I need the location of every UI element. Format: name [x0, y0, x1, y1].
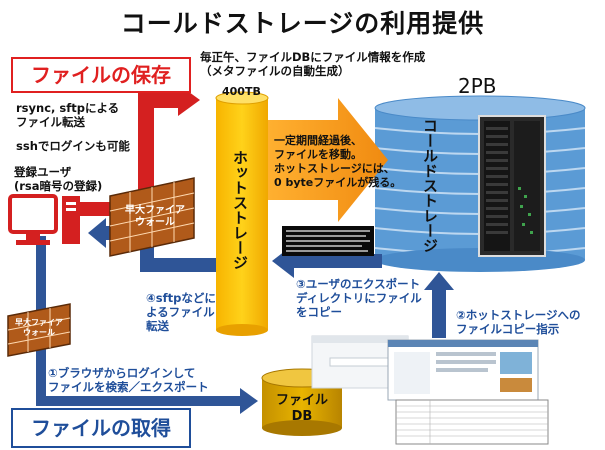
step4-label: ④sftpなどに よるファイル 転送 — [146, 291, 216, 333]
hot-storage-label: ホットストレージ — [231, 150, 249, 270]
move-note: 一定期間経過後、 ファイルを移動。 ホットストレージには、 0 byteファイル… — [274, 134, 401, 190]
step4-line2: よるファイル — [146, 305, 215, 319]
move-line3: ホットストレージには、 — [274, 162, 395, 175]
hot-capacity: 400TB — [222, 85, 261, 98]
server-rack-photo — [478, 115, 546, 257]
step3-line1: ③ユーザのエクスポート — [296, 277, 421, 291]
step1-line2: ファイルを検索／エクスポート — [48, 380, 209, 394]
firewall-line2: ウォール — [135, 217, 175, 228]
get-section-label: ファイルの取得 — [11, 408, 191, 448]
small-firewall-icon — [7, 303, 71, 357]
noon-note: 毎正午、ファイルDBにファイル情報を作成 （メタファイルの自動生成） — [200, 50, 425, 78]
user-pc-icon — [8, 194, 80, 245]
terminal-screenshot — [282, 226, 374, 256]
step4-line3: 転送 — [146, 319, 169, 333]
rsync-line1: rsync, sftpによる — [16, 101, 120, 115]
hot-storage-cylinder — [215, 91, 269, 336]
noon-note-line2: （メタファイルの自動生成） — [200, 64, 350, 78]
cold-storage-label: コールドストレージ — [421, 118, 439, 253]
small-firewall-label: 早大ファイア ウォール — [10, 318, 68, 338]
move-line4: 0 byteファイルが残る。 — [274, 176, 402, 189]
step2-line2: ファイルコピー指示 — [456, 322, 560, 336]
move-arrow — [268, 98, 388, 222]
db-line1: ファイル — [275, 393, 328, 408]
page-title: コールドストレージの利用提供 — [120, 9, 485, 38]
user-line2: (rsa暗号の登録) — [14, 179, 103, 193]
move-line2: ファイルを移動。 — [274, 148, 362, 161]
rsync-line2: ファイル転送 — [16, 115, 85, 129]
step3-line2: ディレクトリにファイル — [296, 291, 422, 305]
save-section-label: ファイルの保存 — [11, 57, 191, 93]
step1-label: ①ブラウザからログインして ファイルを検索／エクスポート — [48, 366, 209, 394]
small-firewall-line2: ウォール — [23, 328, 55, 337]
step1-line1: ①ブラウザからログインして — [48, 366, 196, 380]
instruct-arrow — [424, 272, 454, 338]
user-line1: 登録ユーザ — [14, 165, 72, 179]
table-screenshot — [395, 399, 549, 445]
step2-line1: ②ホットストレージへの — [456, 308, 581, 322]
step3-label: ③ユーザのエクスポート ディレクトリにファイル をコピー — [296, 277, 422, 319]
small-firewall-line1: 早大ファイア — [15, 318, 63, 327]
user-label: 登録ユーザ (rsa暗号の登録) — [14, 165, 102, 193]
step4-line1: ④sftpなどに — [146, 291, 216, 305]
rsync-note: rsync, sftpによる ファイル転送 — [16, 101, 119, 129]
move-line1: 一定期間経過後、 — [274, 134, 362, 147]
noon-note-line1: 毎正午、ファイルDBにファイル情報を作成 — [200, 50, 426, 64]
step3-line3: をコピー — [296, 305, 342, 319]
firewall-label: 早大ファイア ウォール — [122, 205, 188, 229]
ssh-note: sshでログインも可能 — [16, 139, 130, 153]
db-line2: DB — [291, 409, 313, 424]
cold-capacity: 2PB — [458, 74, 497, 98]
file-db-label: ファイル DB — [272, 393, 332, 425]
step2-label: ②ホットストレージへの ファイルコピー指示 — [456, 308, 581, 336]
browser-screenshot-front — [387, 339, 539, 401]
firewall-icon — [109, 177, 195, 257]
firewall-line1: 早大ファイア — [125, 205, 185, 216]
